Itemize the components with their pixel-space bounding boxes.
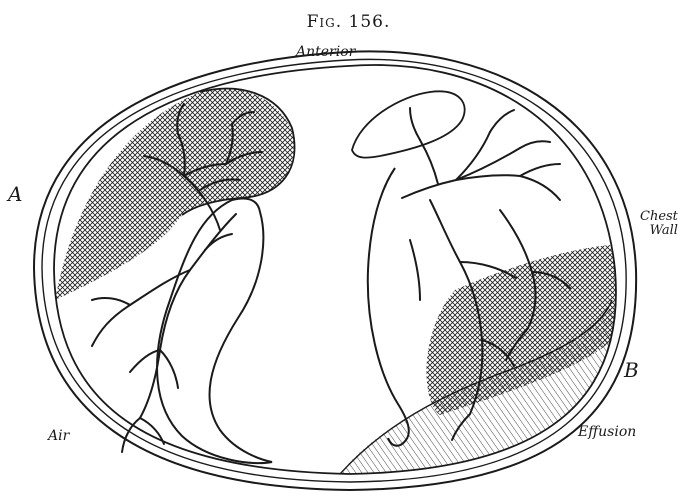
- label-side-a: A: [8, 182, 22, 206]
- figure-title: Fig. 156.: [0, 12, 697, 32]
- label-air: Air: [48, 428, 69, 444]
- mediastinum-right-border: [368, 168, 409, 446]
- right-lung-apex: [352, 91, 465, 157]
- label-effusion: Effusion: [578, 424, 636, 440]
- label-chest-wall: Chest Wall: [640, 210, 678, 238]
- label-chest-wall-line1: Chest: [640, 210, 678, 224]
- label-chest-wall-line2: Wall: [640, 224, 678, 238]
- label-side-b: B: [624, 358, 639, 382]
- label-anterior: Anterior: [296, 44, 355, 60]
